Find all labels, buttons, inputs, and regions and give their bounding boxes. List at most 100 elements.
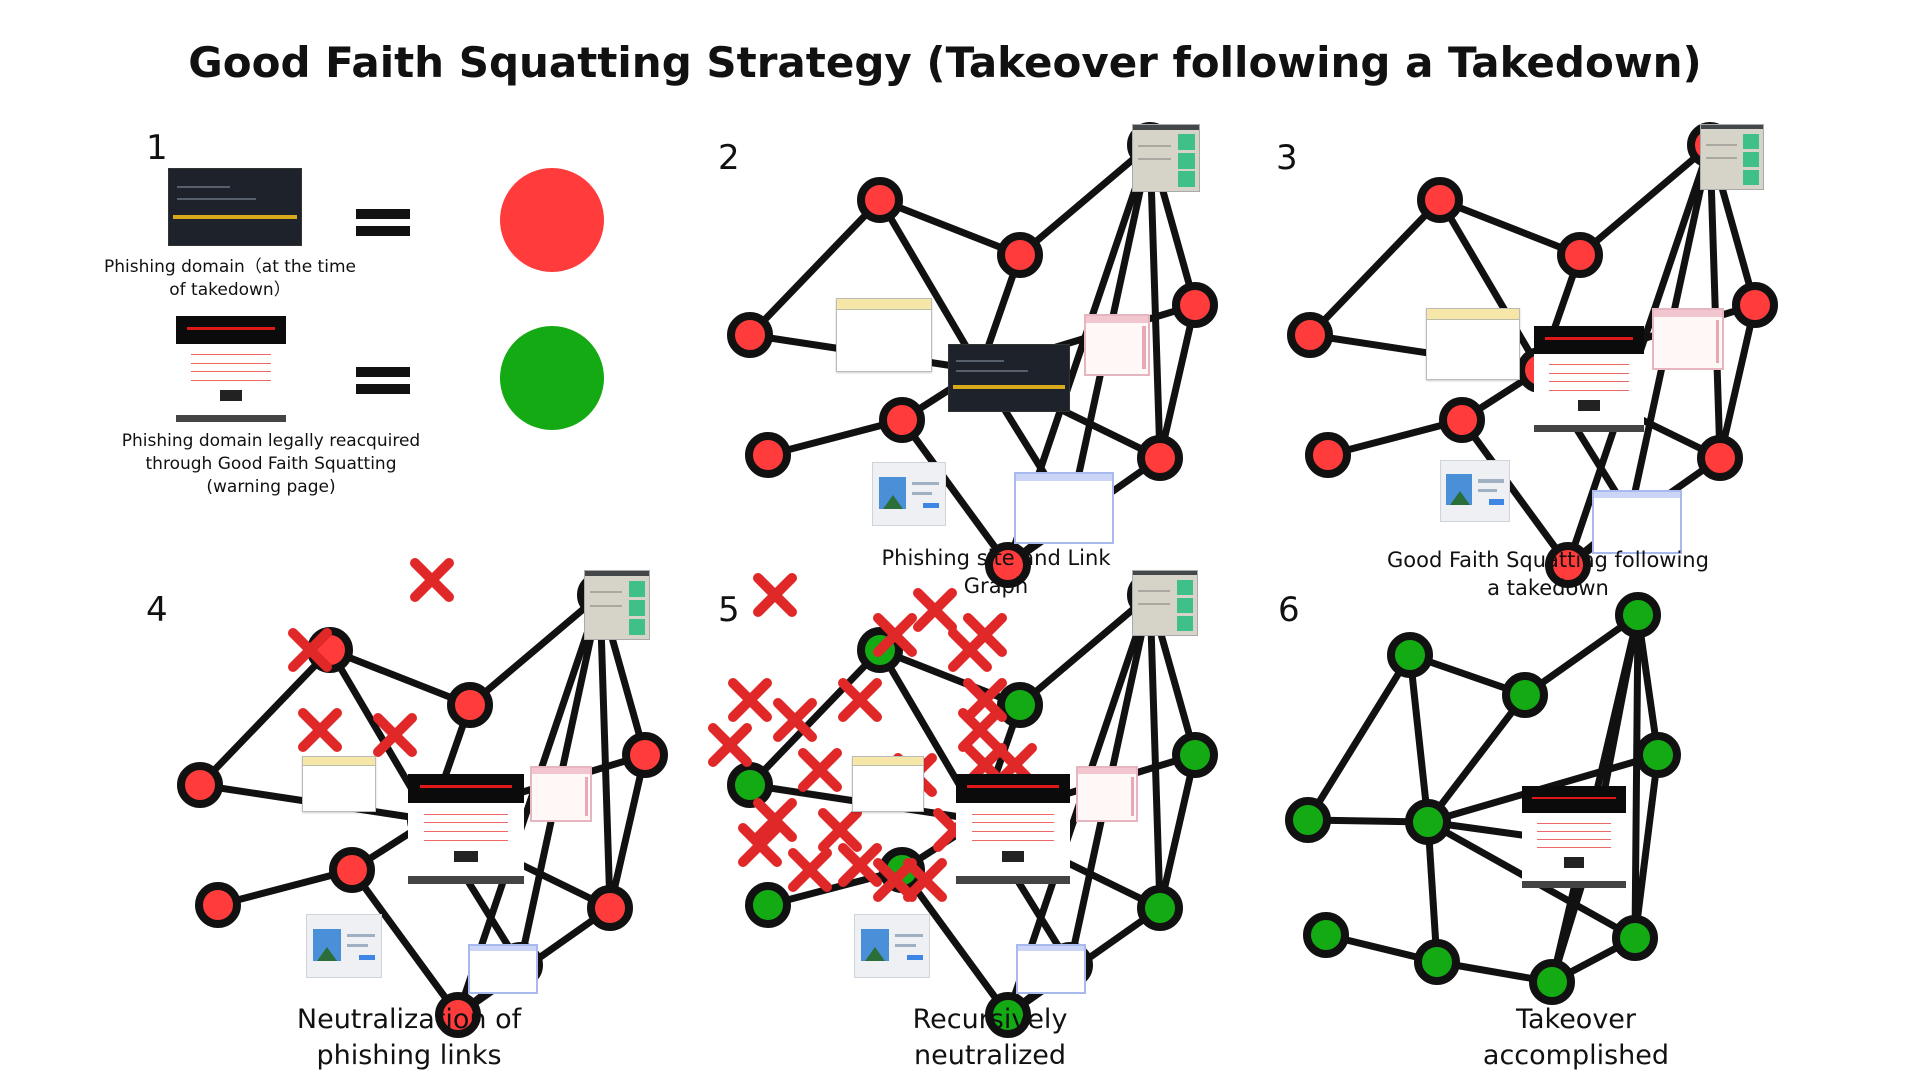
graph-node xyxy=(1137,435,1183,481)
graph-node xyxy=(879,397,925,443)
link-edge xyxy=(876,646,1024,709)
red-cross-icon xyxy=(753,573,797,617)
red-cross-icon xyxy=(903,858,947,902)
graph-node xyxy=(1285,797,1331,843)
legend-green-label: Phishing domain legally reacquired throu… xyxy=(121,431,421,497)
red-cross-icon xyxy=(738,823,782,867)
graph-node xyxy=(1414,939,1460,985)
link-edge xyxy=(1424,691,1529,826)
pink-window-icon xyxy=(1652,308,1724,370)
pink-window-icon xyxy=(1076,766,1138,822)
graph-node xyxy=(1545,542,1591,588)
graph-node xyxy=(195,882,241,928)
graph-node xyxy=(1439,397,1485,443)
popup-window-icon xyxy=(852,756,924,812)
link-edge xyxy=(764,866,906,909)
graph-node xyxy=(1557,232,1603,278)
document-page-icon xyxy=(584,570,650,640)
graph-node xyxy=(177,762,223,808)
graph-node xyxy=(997,682,1043,728)
link-edge xyxy=(764,416,906,459)
graph-node xyxy=(985,542,1031,588)
red-cross-icon xyxy=(818,808,862,852)
equals-sign-top-2 xyxy=(356,367,410,377)
link-edge xyxy=(1631,751,1662,942)
red-cross-icon xyxy=(838,678,882,722)
graph-node xyxy=(622,732,668,778)
popup-window-icon xyxy=(836,298,932,372)
popup-window-icon xyxy=(302,756,376,812)
link-edge xyxy=(876,196,1024,259)
graph-node xyxy=(1612,915,1658,961)
panel-6-number: 6 xyxy=(1278,590,1300,630)
link-edge xyxy=(466,591,604,709)
link-edge xyxy=(1706,141,1724,462)
red-cross-icon xyxy=(873,613,917,657)
legend-red-label: Phishing domain（at the time of takedown） xyxy=(104,257,356,300)
panel-4-caption: Neutralization of phishing links xyxy=(296,1004,522,1072)
graph-node xyxy=(329,847,375,893)
panel-1-number: 1 xyxy=(146,128,168,168)
graph-node xyxy=(1417,177,1463,223)
graph-node xyxy=(745,882,791,928)
warning-page-thumbnail xyxy=(1534,326,1644,432)
link-edge xyxy=(876,196,984,374)
graph-node xyxy=(1697,435,1743,481)
link-edge xyxy=(1458,416,1572,569)
image-page-icon xyxy=(306,914,382,978)
link-edge xyxy=(596,591,614,912)
link-edge xyxy=(1306,196,1444,339)
red-status-circle xyxy=(500,168,604,272)
panel-6-link-graph xyxy=(1285,592,1681,1005)
graph-node xyxy=(997,232,1043,278)
equals-sign-top xyxy=(356,209,410,219)
link-edge xyxy=(1436,196,1544,374)
red-cross-icon xyxy=(788,848,832,892)
graph-node xyxy=(1287,312,1333,358)
blue-window-icon xyxy=(1016,944,1086,994)
link-edge xyxy=(1716,301,1759,462)
link-edge xyxy=(1436,196,1584,259)
graph-node xyxy=(985,992,1031,1038)
graph-node xyxy=(857,177,903,223)
diagram-title: Good Faith Squatting Strategy (Takeover … xyxy=(188,38,1702,87)
warning-page-thumbnail xyxy=(956,774,1070,884)
warning-page-thumbnail xyxy=(176,316,286,422)
graph-node xyxy=(447,682,493,728)
link-edge xyxy=(1016,591,1154,709)
graph-node xyxy=(587,885,633,931)
link-edge xyxy=(1631,611,1642,942)
image-page-icon xyxy=(872,462,946,526)
panel-5-caption: Recursively neutralized xyxy=(912,1004,1068,1072)
graph-node xyxy=(727,312,773,358)
document-page-icon xyxy=(1132,124,1200,192)
blue-window-icon xyxy=(1592,490,1682,554)
red-cross-icon xyxy=(873,858,917,902)
graph-node xyxy=(1529,959,1575,1005)
graph-node xyxy=(1172,282,1218,328)
red-cross-icon xyxy=(373,713,417,757)
panel-6-caption: Takeover accomplished xyxy=(1482,1004,1670,1072)
graph-node xyxy=(1405,799,1451,845)
graph-node xyxy=(1303,912,1349,958)
link-edge xyxy=(348,866,462,1019)
panel-2-number: 2 xyxy=(718,138,740,178)
graph-node xyxy=(1305,432,1351,478)
link-edge xyxy=(1324,416,1466,459)
link-edge xyxy=(1146,141,1164,462)
link-edge xyxy=(746,646,884,789)
link-edge xyxy=(1146,591,1164,912)
link-edge xyxy=(1406,651,1432,826)
link-edge xyxy=(1634,611,1662,759)
red-cross-icon xyxy=(963,613,1007,657)
link-edge xyxy=(1576,141,1714,259)
equals-sign-bottom-2 xyxy=(356,384,410,394)
link-edge xyxy=(1521,611,1642,699)
link-edge xyxy=(214,866,356,909)
graph-node xyxy=(1635,732,1681,778)
red-cross-icon xyxy=(708,723,752,767)
red-cross-icon xyxy=(798,748,842,792)
document-page-icon xyxy=(1132,570,1198,636)
graph-node xyxy=(727,762,773,808)
link-edge xyxy=(196,646,334,789)
